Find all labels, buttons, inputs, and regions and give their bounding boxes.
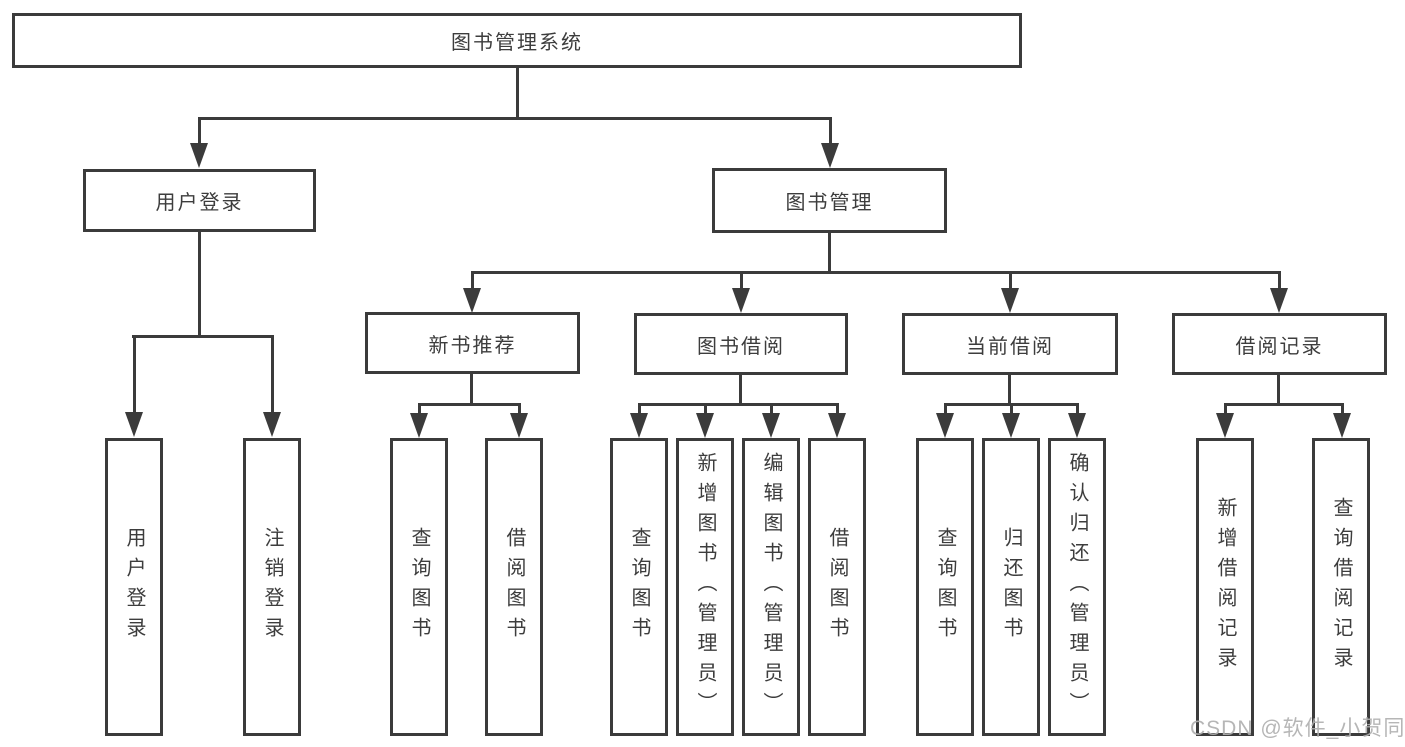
connector-root-left-stem: [198, 117, 201, 145]
arrowhead-to-leaf-user-login: [125, 412, 143, 437]
connector-current-stem-3: [1076, 403, 1079, 415]
node-book-borrow: 图书借阅: [634, 313, 848, 375]
arrowhead-to-book-borrow: [732, 288, 750, 313]
arrowhead-to-query-books-3: [936, 413, 954, 438]
connector-current-vstem: [1008, 374, 1011, 405]
arrowhead-to-borrow-books-1: [510, 413, 528, 438]
leaf-return-books: 归还图书: [982, 438, 1040, 736]
leaf-user-login: 用户登录: [105, 438, 163, 736]
arrowhead-to-confirm-return: [1068, 413, 1086, 438]
connector-manage-stem-2: [740, 271, 743, 290]
connector-borrow-vstem: [739, 374, 742, 405]
connector-manage-hline: [471, 271, 1281, 274]
connector-current-stem-2: [1010, 403, 1013, 415]
connector-recommend-vstem: [470, 373, 473, 405]
connector-manage-vstem: [828, 232, 831, 273]
connector-records-vstem: [1277, 374, 1280, 405]
leaf-logout: 注销登录: [243, 438, 301, 736]
node-current-borrow: 当前借阅: [902, 313, 1118, 375]
leaf-user-login-label: 用户登录: [123, 527, 145, 647]
leaf-query-books-3-label: 查询图书: [934, 527, 956, 647]
connector-manage-stem-1: [471, 271, 474, 290]
connector-manage-stem-4: [1278, 271, 1281, 290]
connector-login-stem-2: [271, 335, 274, 414]
arrowhead-to-add-book: [696, 413, 714, 438]
leaf-add-borrow-record: 新增借阅记录: [1196, 438, 1254, 736]
connector-records-stem-2: [1341, 403, 1344, 415]
arrowhead-to-borrow-records: [1270, 288, 1288, 313]
connector-root-vstem: [516, 68, 519, 119]
connector-login-stem-1: [133, 335, 136, 414]
leaf-edit-book-admin: 编辑图书（管理员）: [742, 438, 800, 736]
connector-login-hline: [132, 335, 274, 338]
node-user-login: 用户登录: [83, 169, 316, 232]
arrowhead-to-book-management: [821, 143, 839, 168]
arrowhead-to-current-borrow: [1001, 288, 1019, 313]
node-borrow-records: 借阅记录: [1172, 313, 1387, 375]
leaf-query-books-1: 查询图书: [390, 438, 448, 736]
node-book-management: 图书管理: [712, 168, 947, 233]
arrowhead-to-borrow-books-2: [828, 413, 846, 438]
connector-records-hline: [1224, 403, 1344, 406]
connector-current-stem-1: [944, 403, 947, 415]
leaf-borrow-books-2-label: 借阅图书: [826, 527, 848, 647]
leaf-return-books-label: 归还图书: [1000, 527, 1022, 647]
leaf-add-borrow-record-label: 新增借阅记录: [1214, 497, 1236, 677]
leaf-query-books-2-label: 查询图书: [628, 527, 650, 647]
leaf-confirm-return-admin: 确认归还（管理员）: [1048, 438, 1106, 736]
node-library-management-system: 图书管理系统: [12, 13, 1022, 68]
leaf-query-borrow-record-label: 查询借阅记录: [1330, 497, 1352, 677]
arrowhead-to-add-borrow-record: [1216, 413, 1234, 438]
leaf-borrow-books-1: 借阅图书: [485, 438, 543, 736]
connector-borrow-stem-3: [770, 403, 773, 415]
connector-borrow-stem-4: [836, 403, 839, 415]
connector-manage-stem-3: [1009, 271, 1012, 290]
leaf-add-book-admin-label: 新增图书（管理员）: [694, 452, 716, 722]
leaf-edit-book-admin-label: 编辑图书（管理员）: [760, 452, 782, 722]
connector-borrow-stem-2: [704, 403, 707, 415]
leaf-confirm-return-admin-label: 确认归还（管理员）: [1066, 452, 1088, 722]
leaf-query-books-3: 查询图书: [916, 438, 974, 736]
leaf-borrow-books-2: 借阅图书: [808, 438, 866, 736]
leaf-query-borrow-record: 查询借阅记录: [1312, 438, 1370, 736]
connector-login-vstem: [198, 231, 201, 337]
leaf-borrow-books-1-label: 借阅图书: [503, 527, 525, 647]
arrowhead-to-query-books-2: [630, 413, 648, 438]
connector-recommend-stem-1: [418, 403, 421, 415]
connector-borrow-hline: [638, 403, 839, 406]
connector-root-hline: [198, 117, 832, 120]
connector-root-right-stem: [829, 117, 832, 145]
connector-borrow-stem-1: [638, 403, 641, 415]
csdn-watermark: CSDN @软件_小贺同学: [1190, 717, 1405, 740]
leaf-add-book-admin: 新增图书（管理员）: [676, 438, 734, 736]
arrowhead-to-user-login: [190, 143, 208, 168]
arrowhead-to-query-books-1: [410, 413, 428, 438]
arrowhead-to-return-books: [1002, 413, 1020, 438]
node-new-book-recommend: 新书推荐: [365, 312, 580, 374]
leaf-query-books-2: 查询图书: [610, 438, 668, 736]
connector-recommend-hline: [418, 403, 521, 406]
leaf-logout-label: 注销登录: [261, 527, 283, 647]
connector-recommend-stem-2: [518, 403, 521, 415]
arrowhead-to-query-borrow-record: [1333, 413, 1351, 438]
arrowhead-to-edit-book: [762, 413, 780, 438]
arrowhead-to-leaf-logout: [263, 412, 281, 437]
arrowhead-to-new-book-recommend: [463, 288, 481, 313]
leaf-query-books-1-label: 查询图书: [408, 527, 430, 647]
connector-records-stem-1: [1224, 403, 1227, 415]
